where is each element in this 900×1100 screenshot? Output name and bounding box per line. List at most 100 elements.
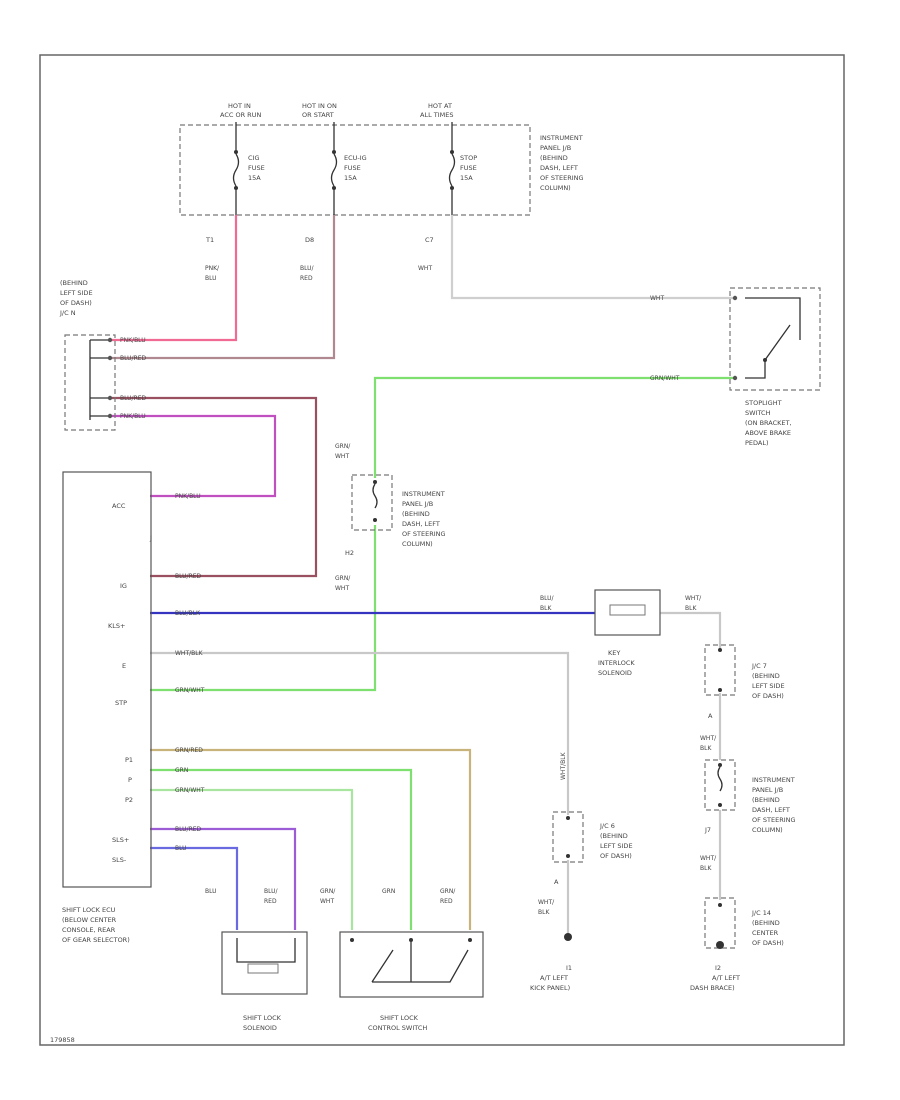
ecu-pin-sls-minus: SLS- bbox=[112, 856, 127, 864]
wire-wht-blk-ki bbox=[660, 611, 722, 648]
hot-run-sub: ACC OR RUN bbox=[220, 111, 261, 119]
ecu-pin-p1: P1 bbox=[125, 756, 133, 764]
svg-text:WHT: WHT bbox=[335, 453, 349, 460]
hot-all-sub: ALL TIMES bbox=[420, 111, 453, 119]
svg-text:FUSE: FUSE bbox=[460, 164, 477, 172]
svg-text:GRN/: GRN/ bbox=[440, 888, 456, 895]
key-interlock-solenoid: BLU/ BLK WHT/ BLK KEY INTERLOCK SOLENOID bbox=[540, 589, 702, 677]
svg-text:PNK/BLU: PNK/BLU bbox=[120, 413, 146, 420]
svg-text:BLU/RED: BLU/RED bbox=[120, 395, 147, 402]
svg-text:A: A bbox=[708, 712, 713, 720]
svg-text:KICK PANEL): KICK PANEL) bbox=[530, 984, 570, 992]
svg-text:GRN/WHT: GRN/WHT bbox=[650, 375, 680, 382]
svg-text:STOP: STOP bbox=[460, 154, 477, 162]
ecu-pin-blank: J bbox=[149, 534, 152, 542]
svg-text:ABOVE BRAKE: ABOVE BRAKE bbox=[745, 429, 791, 437]
diagram-frame bbox=[39, 54, 845, 1046]
wire-grn-wht-p2 bbox=[150, 788, 354, 930]
svg-text:CIG: CIG bbox=[248, 154, 260, 162]
svg-text:(ON BRACKET,: (ON BRACKET, bbox=[745, 419, 792, 427]
svg-text:OF STEERING: OF STEERING bbox=[402, 530, 446, 538]
svg-text:COLUMN): COLUMN) bbox=[402, 540, 433, 548]
svg-text:COLUMN): COLUMN) bbox=[752, 826, 783, 834]
svg-text:(BEHIND: (BEHIND bbox=[402, 510, 430, 518]
svg-text:OF DASH): OF DASH) bbox=[600, 852, 632, 860]
shift-lock-solenoid: BLU BLU/ RED SHIFT LOCK SOLENOID bbox=[205, 888, 308, 1032]
svg-text:J7: J7 bbox=[704, 826, 711, 834]
ecu-pin-e: E bbox=[122, 662, 126, 670]
svg-text:WHT: WHT bbox=[650, 295, 664, 302]
pin-d8: D8 bbox=[305, 236, 314, 244]
svg-text:A: A bbox=[554, 878, 559, 886]
svg-text:BLU/RED: BLU/RED bbox=[175, 826, 202, 833]
wire-blu-sls bbox=[150, 846, 239, 930]
pin-t1: T1 bbox=[205, 236, 214, 244]
ip-jb-mid: GRN/ WHT H2 GRN/ WHT INSTRUMENT PANEL J/… bbox=[335, 443, 446, 592]
svg-text:ECU-IG: ECU-IG bbox=[344, 154, 367, 162]
svg-text:RED: RED bbox=[264, 898, 277, 905]
svg-text:WHT: WHT bbox=[418, 265, 432, 272]
svg-text:WHT/: WHT/ bbox=[538, 899, 555, 906]
svg-text:BLU/: BLU/ bbox=[300, 265, 315, 272]
svg-text:RED: RED bbox=[440, 898, 453, 905]
svg-text:LEFT SIDE: LEFT SIDE bbox=[600, 842, 633, 850]
svg-text:SOLENOID: SOLENOID bbox=[243, 1024, 277, 1032]
hot-accon-label: HOT IN ON bbox=[302, 102, 337, 110]
power-junction-block: HOT IN ACC OR RUN HOT IN ON OR START HOT… bbox=[179, 102, 584, 282]
svg-text:GRN/: GRN/ bbox=[335, 443, 351, 450]
svg-text:PANEL J/B: PANEL J/B bbox=[402, 500, 433, 508]
wire-pnk-blu-acc bbox=[110, 414, 277, 498]
wire-wht-stop bbox=[450, 215, 733, 300]
wire-wht-blk-e bbox=[150, 651, 570, 815]
svg-text:DASH, LEFT: DASH, LEFT bbox=[540, 164, 578, 172]
stoplight-switch: STOPLIGHT SWITCH (ON BRACKET, ABOVE BRAK… bbox=[729, 287, 821, 447]
svg-text:OF STEERING: OF STEERING bbox=[752, 816, 796, 824]
svg-text:CENTER: CENTER bbox=[752, 929, 779, 937]
shift-lock-ecu: ACC J IG KLS+ E STP P1 P P2 SLS+ SLS- PN… bbox=[62, 471, 205, 944]
svg-text:GRN: GRN bbox=[382, 888, 395, 895]
svg-text:BLU/BLK: BLU/BLK bbox=[175, 610, 201, 617]
svg-text:FUSE: FUSE bbox=[248, 164, 265, 172]
svg-text:INSTRUMENT: INSTRUMENT bbox=[752, 776, 795, 784]
svg-text:PNK/BLU: PNK/BLU bbox=[120, 337, 146, 344]
svg-text:RED: RED bbox=[300, 275, 313, 282]
wire-blu-red-ig bbox=[110, 396, 318, 578]
svg-text:(BEHIND: (BEHIND bbox=[540, 154, 568, 162]
svg-text:SOLENOID: SOLENOID bbox=[598, 669, 632, 677]
svg-text:SWITCH: SWITCH bbox=[745, 409, 771, 417]
svg-text:BLU: BLU bbox=[205, 888, 217, 895]
svg-text:WHT/: WHT/ bbox=[700, 855, 717, 862]
svg-text:LEFT SIDE: LEFT SIDE bbox=[752, 682, 785, 690]
wire-blu-red-feed bbox=[110, 215, 336, 360]
ecu-pin-sls-plus: SLS+ bbox=[112, 836, 129, 844]
svg-text:WHT: WHT bbox=[320, 898, 334, 905]
svg-text:BLK: BLK bbox=[700, 745, 712, 752]
svg-text:15A: 15A bbox=[248, 174, 261, 182]
figure-id: 179858 bbox=[50, 1036, 75, 1044]
svg-text:GRN/RED: GRN/RED bbox=[175, 747, 203, 754]
svg-text:INSTRUMENT: INSTRUMENT bbox=[402, 490, 445, 498]
svg-text:OF DASH): OF DASH) bbox=[60, 299, 92, 307]
svg-text:(BEHIND: (BEHIND bbox=[752, 796, 780, 804]
svg-text:OF GEAR SELECTOR): OF GEAR SELECTOR) bbox=[62, 936, 130, 944]
svg-text:PANEL J/B: PANEL J/B bbox=[540, 144, 571, 152]
svg-text:OF DASH): OF DASH) bbox=[752, 939, 784, 947]
svg-text:15A: 15A bbox=[344, 174, 357, 182]
svg-text:PEDAL): PEDAL) bbox=[745, 439, 769, 447]
ip-jb-note: INSTRUMENT PANEL J/B (BEHIND DASH, LEFT … bbox=[540, 134, 584, 192]
svg-text:WHT/BLK: WHT/BLK bbox=[175, 650, 204, 657]
svg-text:INSTRUMENT: INSTRUMENT bbox=[540, 134, 583, 142]
svg-text:I2: I2 bbox=[715, 964, 721, 972]
hot-run-label: HOT IN bbox=[228, 102, 251, 110]
svg-text:H2: H2 bbox=[345, 549, 354, 557]
svg-text:PNK/BLU: PNK/BLU bbox=[175, 493, 201, 500]
svg-text:I1: I1 bbox=[566, 964, 572, 972]
ecu-pin-p2: P2 bbox=[125, 796, 133, 804]
wire-blu-red-sls bbox=[150, 827, 297, 930]
svg-text:J/C 14: J/C 14 bbox=[751, 909, 771, 917]
svg-text:DASH BRACE): DASH BRACE) bbox=[690, 984, 735, 992]
ecu-pin-stp: STP bbox=[115, 699, 127, 707]
svg-text:BLU: BLU bbox=[205, 275, 217, 282]
ecu-pin-ig: IG bbox=[120, 582, 127, 590]
svg-text:BLK: BLK bbox=[538, 909, 550, 916]
